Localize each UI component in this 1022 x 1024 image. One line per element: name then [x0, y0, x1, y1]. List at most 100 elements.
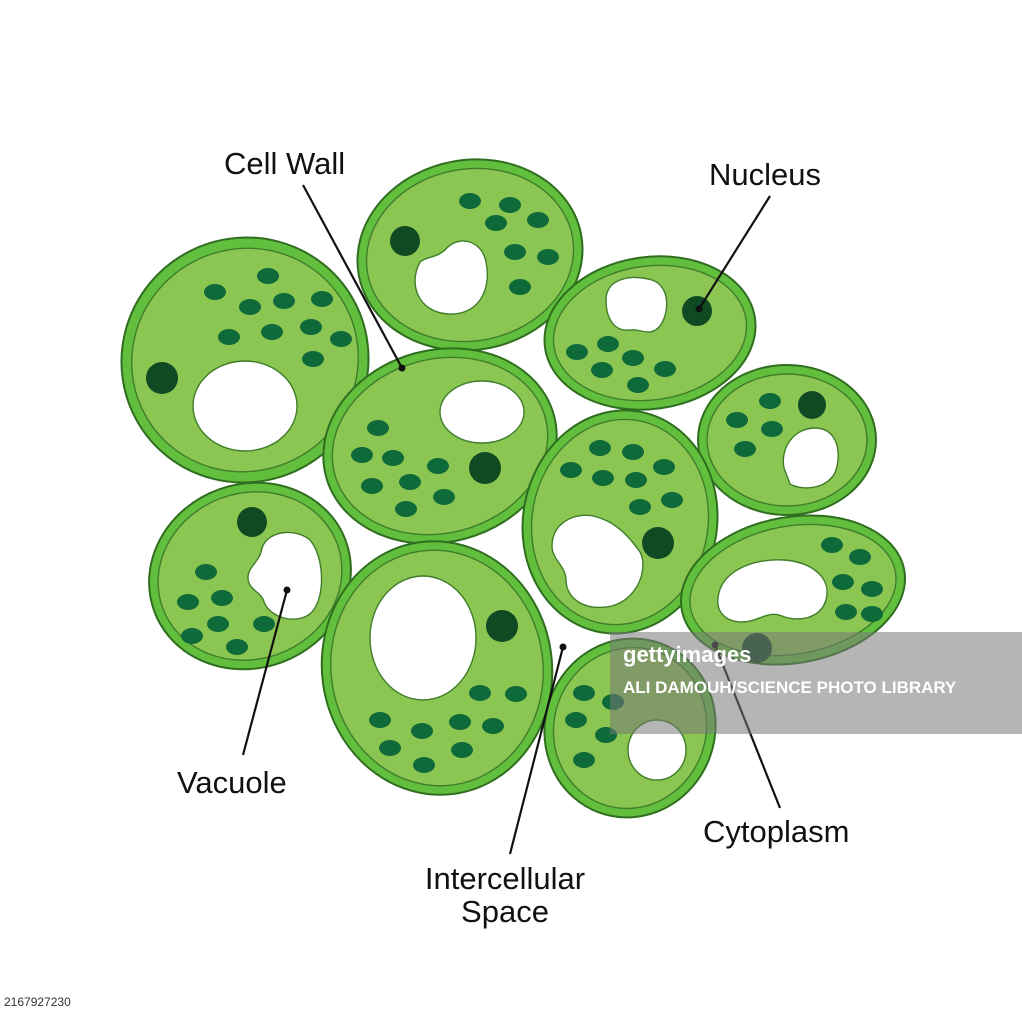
vacuole-leader-dot	[283, 586, 291, 594]
nucleus	[390, 226, 420, 256]
chloroplast	[504, 244, 526, 260]
vacuole-leader	[241, 589, 289, 756]
watermark: gettyimages ALI DAMOUH/SCIENCE PHOTO LIB…	[610, 632, 1022, 734]
intercellular-space-leader	[508, 646, 565, 855]
nucleus-leader-dot	[695, 305, 703, 313]
cell-3	[543, 255, 757, 411]
chloroplast	[597, 336, 619, 352]
chloroplast	[330, 331, 352, 347]
chloroplast	[537, 249, 559, 265]
watermark-credit: ALI DAMOUH/SCIENCE PHOTO LIBRARY	[623, 678, 957, 697]
chloroplast	[302, 351, 324, 367]
cell-8	[320, 540, 554, 796]
chloroplast	[361, 478, 383, 494]
chloroplast	[311, 291, 333, 307]
chloroplast	[734, 441, 756, 457]
chloroplast	[261, 324, 283, 340]
chloroplast	[379, 740, 401, 756]
chloroplast	[573, 685, 595, 701]
cytoplasm	[131, 247, 359, 473]
chloroplasts	[351, 420, 455, 517]
chloroplast	[653, 459, 675, 475]
chloroplast	[300, 319, 322, 335]
chloroplast	[505, 686, 527, 702]
chloroplast	[861, 581, 883, 597]
intercellular-space-label-line2: Space	[461, 894, 549, 929]
chloroplasts	[177, 564, 275, 655]
chloroplast	[591, 362, 613, 378]
chloroplast	[207, 616, 229, 632]
chloroplasts	[560, 440, 683, 515]
chloroplast	[369, 712, 391, 728]
chloroplast	[273, 293, 295, 309]
vacuole	[605, 276, 668, 333]
chloroplast	[654, 361, 676, 377]
chloroplast	[433, 489, 455, 505]
vacuole	[247, 531, 323, 620]
chloroplast	[509, 279, 531, 295]
chloroplast	[627, 377, 649, 393]
cell-6	[521, 409, 719, 635]
chloroplasts	[369, 685, 527, 773]
chloroplast	[257, 268, 279, 284]
chloroplast	[459, 193, 481, 209]
vacuole	[369, 575, 477, 701]
vacuole	[782, 427, 839, 489]
vacuole-label: Vacuole	[177, 765, 287, 800]
chloroplast	[589, 440, 611, 456]
watermark-brand: gettyimages	[623, 642, 752, 667]
chloroplast	[482, 718, 504, 734]
chloroplast	[451, 742, 473, 758]
chloroplast	[832, 574, 854, 590]
nucleus	[642, 527, 674, 559]
chloroplast	[661, 492, 683, 508]
cell-1	[120, 236, 370, 484]
chloroplast	[382, 450, 404, 466]
chloroplast	[413, 757, 435, 773]
chloroplasts	[821, 537, 883, 622]
vacuole	[717, 559, 828, 623]
chloroplasts	[566, 336, 676, 393]
chloroplast	[629, 499, 651, 515]
leader-lines	[241, 184, 782, 855]
cytoplasm	[706, 373, 868, 507]
nucleus-label: Nucleus	[709, 157, 821, 192]
chloroplast	[560, 462, 582, 478]
cytoplasm-label: Cytoplasm	[703, 814, 849, 849]
nucleus	[237, 507, 267, 537]
chloroplast	[499, 197, 521, 213]
vacuole	[551, 514, 644, 608]
chloroplast	[411, 723, 433, 739]
nucleus	[146, 362, 178, 394]
chloroplast	[592, 470, 614, 486]
nucleus-leader	[698, 195, 771, 310]
image-id: 2167927230	[4, 995, 71, 1009]
chloroplast	[625, 472, 647, 488]
chloroplast	[821, 537, 843, 553]
chloroplast	[395, 501, 417, 517]
chloroplast	[622, 444, 644, 460]
chloroplast	[449, 714, 471, 730]
nucleus	[469, 452, 501, 484]
chloroplast	[726, 412, 748, 428]
chloroplast	[177, 594, 199, 610]
nucleus	[486, 610, 518, 642]
cell-wall-label: Cell Wall	[224, 146, 345, 181]
vacuole	[439, 380, 525, 444]
cell-wall-leader	[302, 184, 403, 369]
chloroplast	[565, 712, 587, 728]
chloroplast	[527, 212, 549, 228]
cell-2	[356, 158, 584, 352]
chloroplast	[566, 344, 588, 360]
chloroplasts	[726, 393, 783, 457]
vacuole	[192, 360, 298, 452]
chloroplast	[351, 447, 373, 463]
cell-7	[148, 481, 352, 671]
chloroplast	[195, 564, 217, 580]
chloroplast	[622, 350, 644, 366]
cell-4	[697, 364, 877, 516]
chloroplast	[226, 639, 248, 655]
cell-5	[322, 347, 558, 545]
chloroplast	[239, 299, 261, 315]
